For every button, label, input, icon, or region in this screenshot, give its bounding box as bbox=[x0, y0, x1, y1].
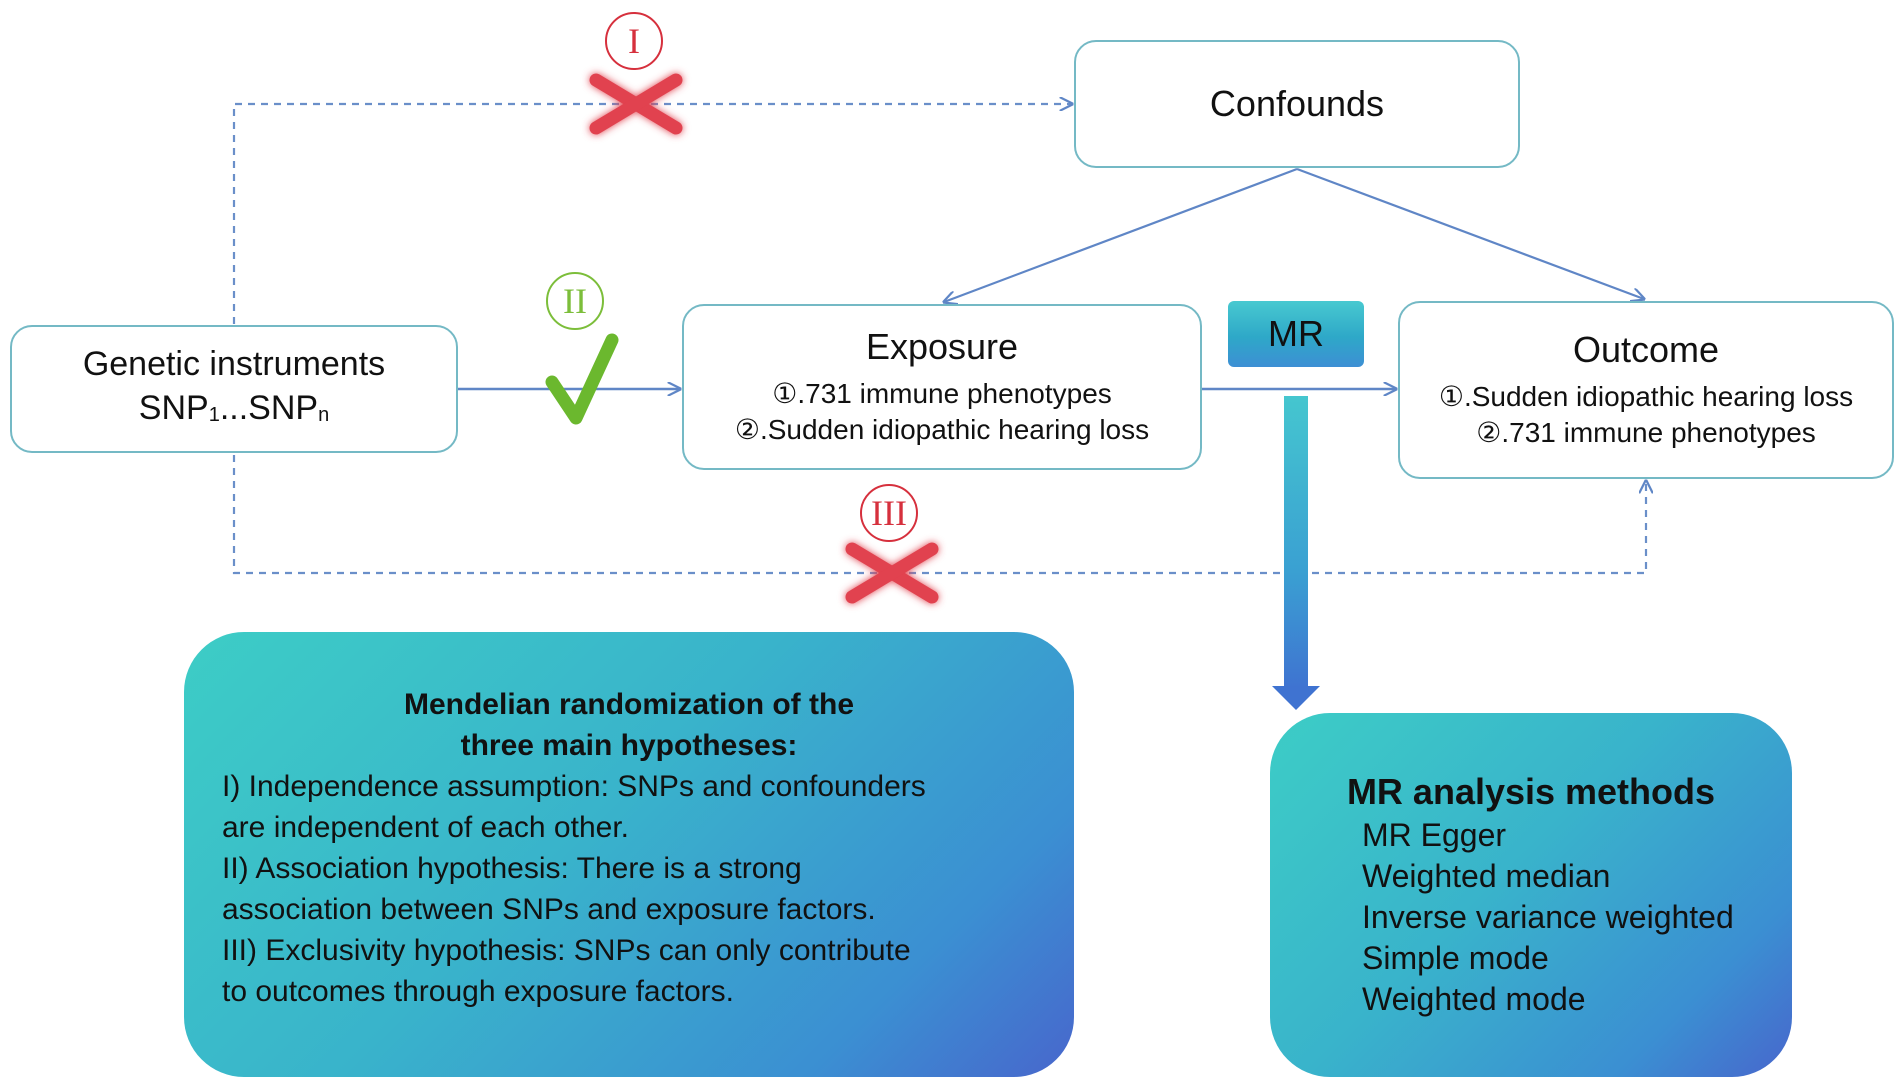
link-confounds-to-exposure bbox=[944, 167, 1298, 302]
hypothesis-badge-i: I bbox=[605, 12, 663, 70]
snp-mid: ...SNP bbox=[219, 388, 319, 427]
mr-method-item: MR Egger bbox=[1362, 817, 1507, 853]
mr-methods-heading: MR analysis methods bbox=[1346, 771, 1716, 812]
snp-label: SNP1...SNPn bbox=[139, 386, 329, 437]
hypotheses-panel: Mendelian randomization of the three mai… bbox=[184, 632, 1074, 1077]
outcome-item: ①.Sudden idiopathic hearing loss bbox=[1438, 381, 1854, 412]
mr-method-item: Weighted mode bbox=[1362, 981, 1586, 1017]
hypothesis-line: III) Exclusivity hypothesis: SNPs can on… bbox=[222, 934, 911, 967]
confounds-label: Confounds bbox=[1209, 83, 1385, 124]
cross-mark-icon bbox=[589, 73, 683, 135]
hypothesis-line: are independent of each other. bbox=[222, 811, 629, 844]
exposure-title: Exposure bbox=[865, 326, 1019, 367]
genetic-instruments-node: Genetic instruments SNP1...SNPn bbox=[10, 325, 458, 453]
hypothesis-line: II) Association hypothesis: There is a s… bbox=[222, 852, 802, 885]
mr-method-item: Simple mode bbox=[1362, 940, 1549, 976]
outcome-item: ②.731 immune phenotypes bbox=[1476, 417, 1816, 448]
snp-subscript-1: 1 bbox=[208, 403, 220, 426]
snp-subscript-n: n bbox=[318, 403, 330, 426]
outcome-title: Outcome bbox=[1572, 329, 1720, 370]
hypothesis-line: to outcomes through exposure factors. bbox=[222, 975, 734, 1008]
hypothesis-line: I) Independence assumption: SNPs and con… bbox=[222, 770, 926, 803]
exposure-item: ①.731 immune phenotypes bbox=[772, 378, 1112, 409]
hypotheses-heading: three main hypotheses: bbox=[460, 729, 798, 762]
hypothesis-badge-ii: II bbox=[546, 272, 604, 330]
link-confounds-to-outcome bbox=[1296, 167, 1644, 299]
mr-method-item: Inverse variance weighted bbox=[1362, 899, 1734, 935]
hypotheses-heading: Mendelian randomization of the bbox=[403, 688, 854, 721]
exposure-node: Exposure ①.731 immune phenotypes ②.Sudde… bbox=[682, 304, 1202, 470]
exposure-item: ②.Sudden idiopathic hearing loss bbox=[734, 414, 1150, 445]
check-mark-icon bbox=[545, 333, 619, 425]
confounds-node: Confounds bbox=[1074, 40, 1520, 168]
mr-label: MR bbox=[1228, 301, 1364, 367]
mr-methods-panel: MR analysis methods MR Egger Weighted me… bbox=[1270, 713, 1792, 1077]
dashed-link-genetic-to-confounds bbox=[232, 104, 1072, 324]
genetic-instruments-label: Genetic instruments bbox=[82, 344, 386, 383]
dashed-link-genetic-to-outcome bbox=[232, 455, 1646, 575]
mr-down-arrow bbox=[1272, 396, 1320, 710]
cross-mark-icon bbox=[845, 542, 939, 604]
outcome-node: Outcome ①.Sudden idiopathic hearing loss… bbox=[1398, 301, 1894, 479]
mr-method-item: Weighted median bbox=[1362, 858, 1611, 894]
hypothesis-badge-iii: III bbox=[860, 484, 918, 542]
snp-prefix: SNP bbox=[138, 388, 209, 427]
hypothesis-line: association between SNPs and exposure fa… bbox=[222, 893, 876, 926]
